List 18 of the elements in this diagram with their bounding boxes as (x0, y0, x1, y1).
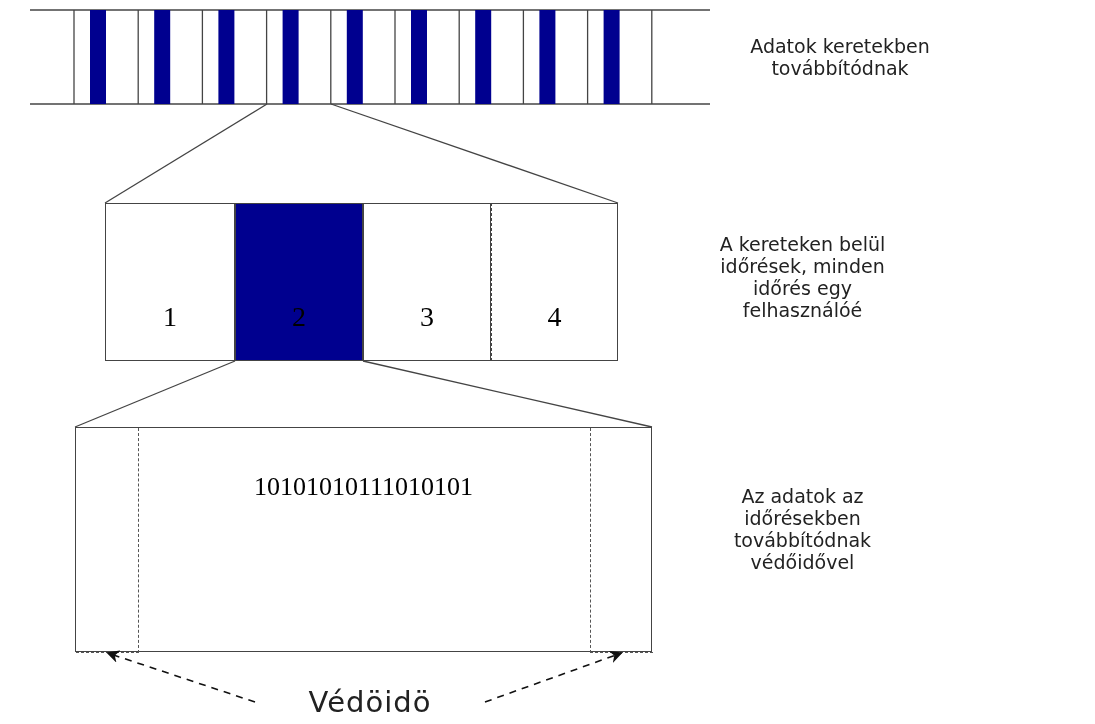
guard-time-region (590, 428, 653, 653)
bit-sequence: 10101010111010101 (252, 472, 475, 502)
slot-number: 4 (546, 301, 563, 333)
time-slot (363, 203, 491, 361)
guard-time-region (76, 428, 139, 653)
slot-number: 1 (162, 301, 178, 333)
dashed-arrow (106, 650, 256, 703)
dashed-arrow (484, 650, 623, 703)
time-slot (491, 203, 618, 361)
slot-number: 3 (419, 301, 435, 333)
slot-number: 2 (291, 301, 307, 333)
data-slot (75, 427, 652, 652)
description-text: Adatok keretekben továbbítódnak (749, 35, 931, 79)
description-text: A kereteken belül időrések, minden időrés egy felhasználóé (718, 233, 887, 321)
time-slot (235, 203, 363, 361)
description-text: Az adatok az időrésekben továbbítódnak védőidővel (732, 485, 873, 573)
label-text: Védöidö (308, 685, 432, 719)
time-slot (105, 203, 235, 361)
